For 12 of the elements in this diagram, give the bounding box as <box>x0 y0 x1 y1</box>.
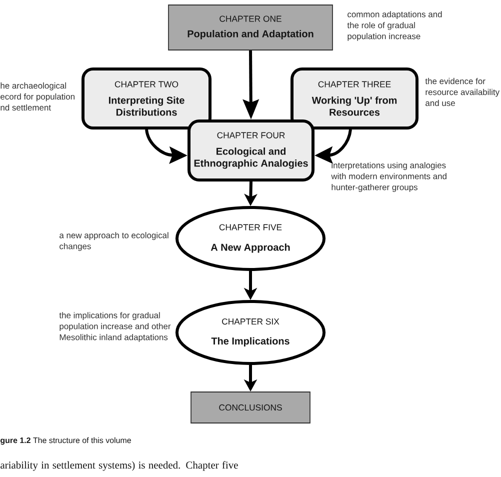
chapter-box: CHAPTER FOUR Ecological and Ethnographic Analogies <box>188 120 314 182</box>
chapter-box: CONCLUSIONS <box>190 392 310 424</box>
chapter-box: CHAPTER THREE Working 'Up' from Resources <box>290 68 418 130</box>
body-text: ariability in settlement systems) is needed. Chapter five <box>0 461 238 471</box>
chapter-box: CHAPTER TWO Interpreting Site Distributions <box>82 68 212 130</box>
annotation-text: a new approach to ecological changes <box>60 232 168 251</box>
chapter-box: CHAPTER ONE Population and Adaptation <box>168 4 333 50</box>
annotation-text: common adaptations and the role of gradual population increase <box>347 11 442 41</box>
annotation-text: the evidence for resource availability and use <box>425 78 500 106</box>
annotation-text: he archaeological ecord for population nd settlement <box>0 82 74 111</box>
annotation-text: the implications for gradual population increase and other Mesolithic inland adaptations <box>59 312 171 342</box>
annotation-text: interpretations using analogies with modern environments and hunter-gatherer groups <box>331 162 446 192</box>
